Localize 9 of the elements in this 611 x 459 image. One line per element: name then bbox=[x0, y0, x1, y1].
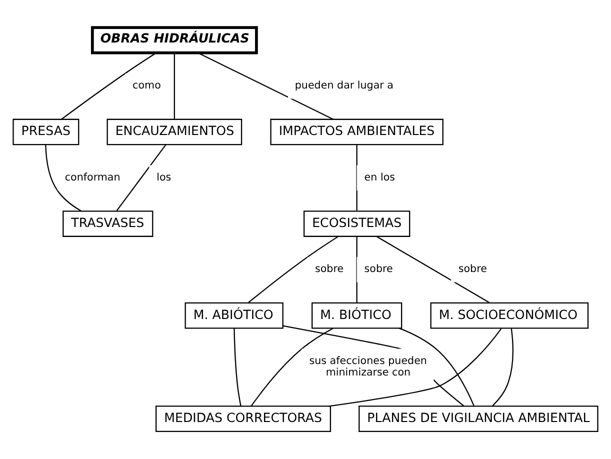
edge-label: sobre bbox=[458, 263, 487, 276]
edge-label: sobre bbox=[314, 263, 344, 276]
edge-label: pueden dar lugar a bbox=[294, 80, 394, 92]
edge-label: sobre bbox=[364, 263, 393, 276]
edge-label: conforman bbox=[64, 171, 120, 184]
edge-label: en los bbox=[364, 171, 396, 184]
edge-label: como bbox=[132, 80, 161, 92]
edge-label: los bbox=[156, 171, 172, 184]
edge-label: sus afecciones pueden minimizarse con bbox=[309, 354, 427, 378]
